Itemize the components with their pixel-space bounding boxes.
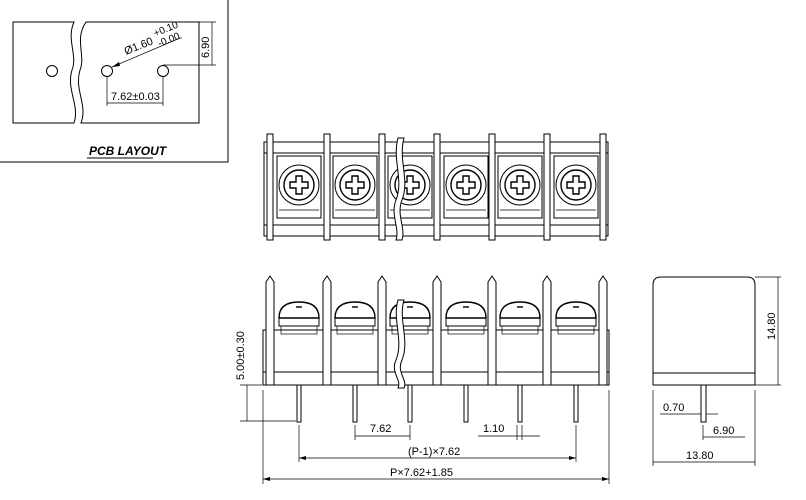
screw-head [499, 164, 541, 206]
screw-washer [555, 317, 597, 327]
pcb-board-outline [12, 21, 76, 124]
pcb-panel-frame [0, 0, 229, 163]
top-view [263, 133, 609, 241]
cross-slot-icon [345, 175, 365, 195]
break-mark [393, 137, 406, 241]
screw-head-side [499, 301, 541, 319]
top-barrier [433, 133, 441, 241]
cross-slot-icon [289, 175, 309, 195]
screw-head [334, 164, 376, 206]
front-barrier [432, 275, 442, 386]
screw-head-side [445, 301, 487, 319]
pin [407, 384, 413, 423]
screw-washer [499, 317, 541, 327]
side-view: 14.80 0.70 6.90 13.80 [652, 276, 781, 466]
pcb-hole [46, 65, 58, 77]
pin [352, 384, 358, 423]
screw-head-side [278, 301, 320, 319]
front-barrier [265, 275, 275, 386]
row-offset-label: 6.90 [200, 37, 212, 58]
screw-head-side [389, 301, 431, 319]
screw-head-inner [560, 169, 592, 201]
screw-head-inner [394, 169, 426, 201]
pcb-board-outline-right [78, 21, 200, 124]
cross-slot-icon [566, 175, 586, 195]
front-barrier [542, 275, 552, 386]
top-barrier [599, 133, 607, 241]
front-barrier [322, 275, 332, 386]
pcb-layout-panel: Ø1.60 +0.10 -0.00 6.90 7.62±0.03 PCB LAY… [0, 0, 229, 163]
pin-height-label: 5.00±0.30 [235, 331, 247, 380]
pin [463, 384, 469, 423]
screw-washer [389, 317, 431, 327]
top-cell [387, 155, 433, 219]
hole-diameter-dim: Ø1.60 +0.10 -0.00 [123, 20, 182, 58]
pin [296, 384, 302, 423]
front-barrier [598, 275, 608, 386]
front-barrier [377, 275, 387, 386]
top-cell [332, 155, 378, 219]
screw-head-inner [339, 169, 371, 201]
front-view-dimensions: 5.00±0.30 7.62 1.10 (P-1)×7.62 P×7.62+1.… [235, 331, 610, 484]
pcb-hole [101, 65, 113, 77]
cross-slot-icon [510, 175, 530, 195]
top-barrier [266, 133, 274, 241]
overall-length-label: P×7.62+1.85 [390, 467, 453, 479]
screw-head [389, 164, 431, 206]
screw-head [445, 164, 487, 206]
pin-thickness-label: 0.70 [663, 402, 684, 414]
pin [517, 384, 523, 423]
screw-head-inner [283, 169, 315, 201]
screw-washer [334, 317, 376, 327]
top-barrier [323, 133, 331, 241]
break-mark [393, 299, 406, 389]
hole-diameter-label: Ø1.60 [123, 35, 155, 57]
pin-width-label: 1.10 [483, 423, 504, 435]
screw-head-inner [504, 169, 536, 201]
top-barrier [543, 133, 551, 241]
pcb-hole [157, 65, 169, 77]
clamp-plate [501, 325, 539, 335]
top-cell [276, 155, 322, 219]
clamp-plate [557, 325, 595, 335]
top-cell [443, 155, 489, 219]
side-body-outline [652, 276, 756, 385]
screw-washer [278, 317, 320, 327]
front-view [262, 275, 610, 423]
diameter-leader [111, 37, 181, 68]
clamp-plate [336, 325, 374, 335]
front-barrier [487, 275, 497, 386]
screw-head-side [334, 301, 376, 319]
side-pin [700, 384, 707, 423]
clamp-plate [391, 325, 429, 335]
top-barrier [488, 133, 496, 241]
screw-head-side [555, 301, 597, 319]
screw-head [278, 164, 320, 206]
top-cell [497, 155, 543, 219]
arrow-head [112, 62, 120, 67]
pcb-pitch-label: 7.62±0.03 [111, 91, 160, 103]
screw-washer [445, 317, 487, 327]
span-label: (P-1)×7.62 [408, 446, 460, 458]
clamp-plate [280, 325, 318, 335]
front-pitch-label: 7.62 [370, 423, 391, 435]
top-cell [553, 155, 599, 219]
screw-head-inner [450, 169, 482, 201]
pin-offset-label: 6.90 [713, 425, 734, 437]
clamp-plate [447, 325, 485, 335]
cross-slot-icon [456, 175, 476, 195]
screw-head [555, 164, 597, 206]
side-height-label: 14.80 [766, 312, 778, 340]
side-depth-label: 13.80 [686, 450, 714, 462]
pcb-layout-title: PCB LAYOUT [89, 144, 168, 158]
top-barrier [378, 133, 386, 241]
pin [573, 384, 579, 423]
